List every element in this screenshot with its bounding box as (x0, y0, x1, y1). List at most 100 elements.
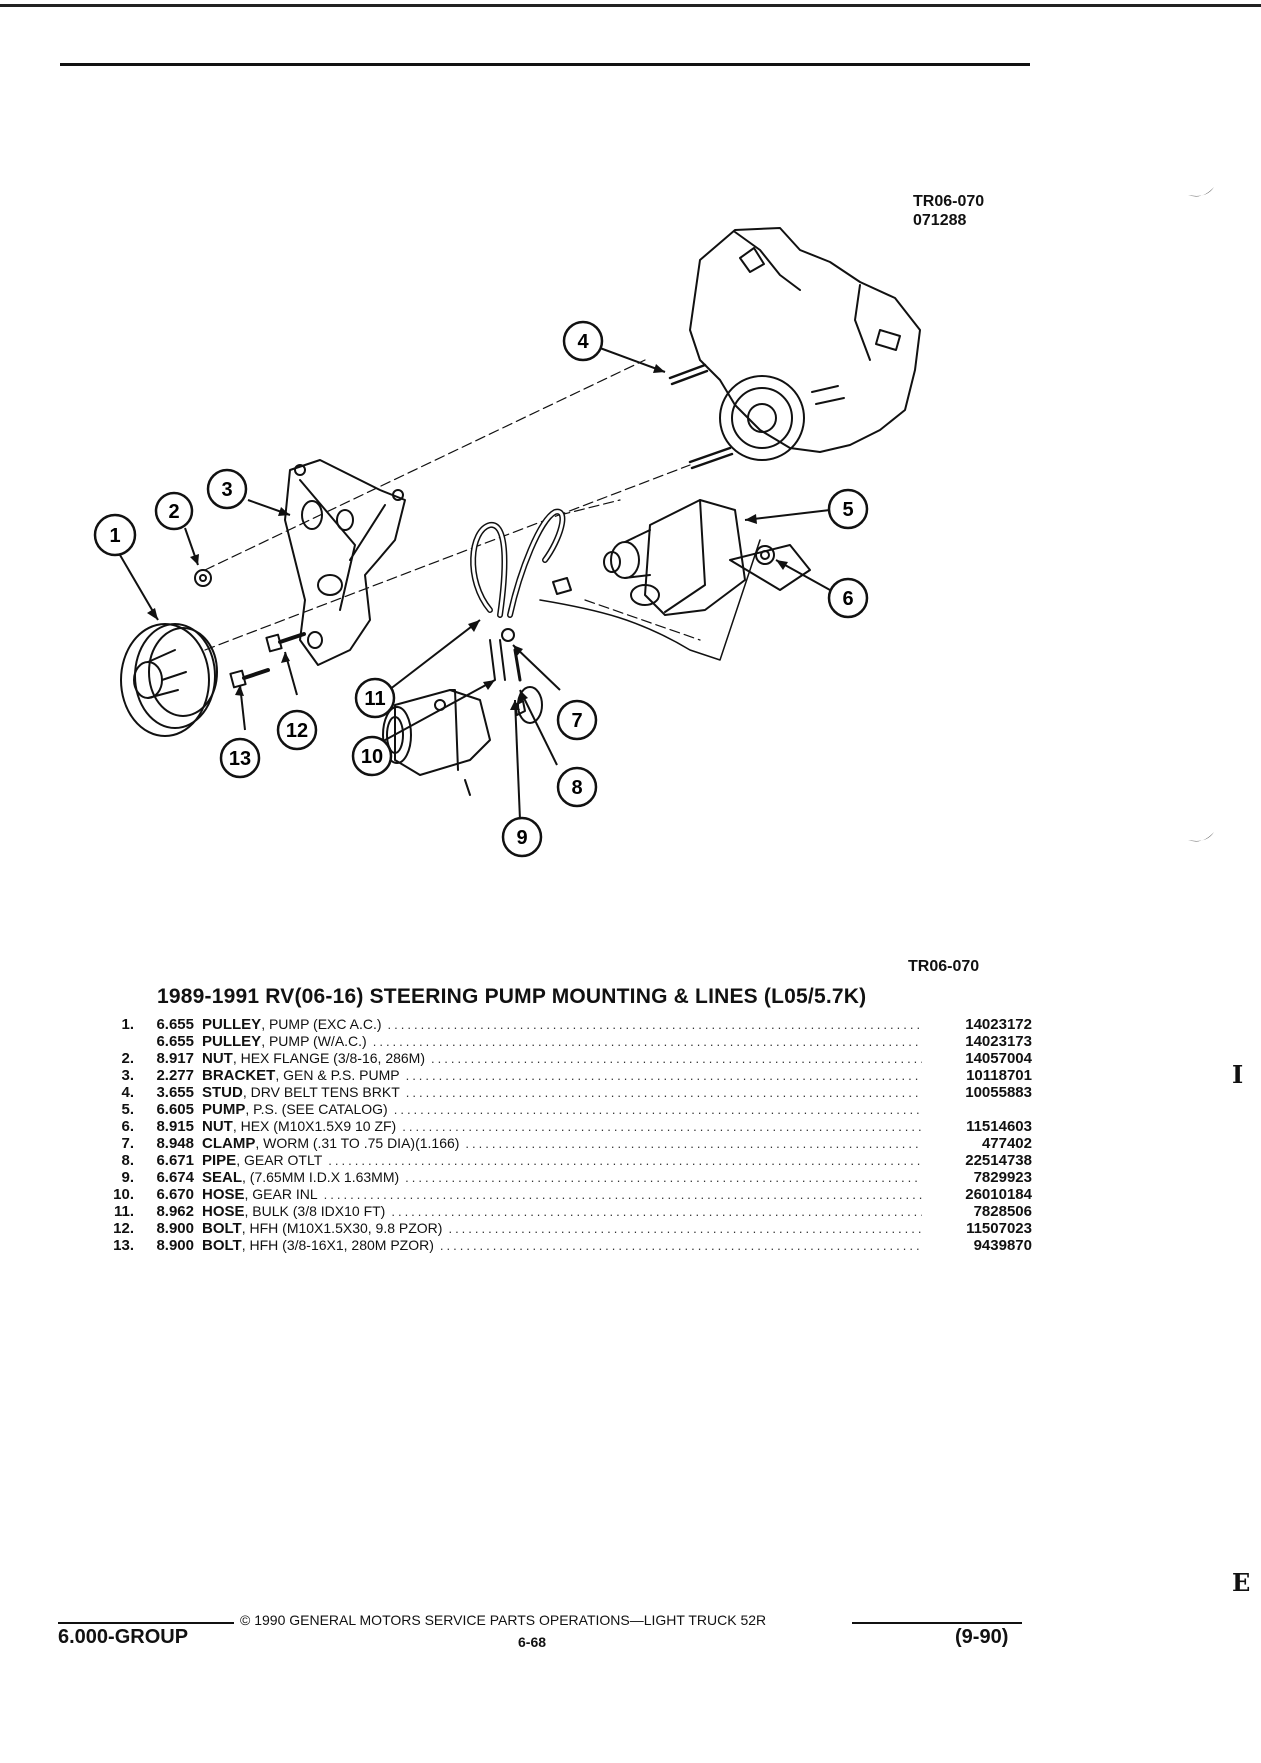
figure-id-line: TR06-070 (913, 193, 985, 210)
part-description: BOLT, HFH (3/8-16X1, 280M PZOR) (202, 1237, 922, 1254)
callout-number: 11 (364, 688, 385, 710)
part-number: 11514603 (966, 1118, 1032, 1135)
figure-reference-code: TR06-070 (908, 958, 980, 975)
parts-row: 7. 8.948 CLAMP, WORM (.31 TO .75 DIA)(1.16… (100, 1135, 1032, 1152)
leader-dots (367, 1033, 922, 1050)
part-qualifier: , GEAR OTLT (236, 1152, 323, 1168)
group-code: 6.655 (156, 1016, 194, 1033)
part-qualifier: , (7.65MM I.D.X 1.63MM) (242, 1169, 400, 1185)
part-name: PUMP (202, 1101, 246, 1118)
parts-row: 10. 6.670 HOSE, GEAR INL 26010184 (100, 1186, 1032, 1203)
part-name: HOSE (202, 1203, 245, 1220)
footer-rule-left (58, 1622, 234, 1624)
group-code: 6.671 (156, 1152, 194, 1169)
item-number: 13. (113, 1237, 134, 1254)
group-code: 8.915 (156, 1118, 194, 1135)
leader-dots (400, 1084, 922, 1101)
callout-number: 4 (577, 331, 589, 353)
callout-number: 5 (842, 499, 853, 521)
part-number: 10055883 (965, 1084, 1032, 1101)
leader-dots (399, 1169, 922, 1186)
callout-12: 12 (276, 709, 318, 751)
part-number: 7828506 (973, 1203, 1032, 1220)
group-code: 6.674 (156, 1169, 194, 1186)
part-qualifier: , BULK (3/8 IDX10 FT) (244, 1203, 386, 1219)
callout-number: 12 (286, 720, 308, 742)
part-name: NUT (202, 1050, 233, 1067)
part-description: SEAL, (7.65MM I.D.X 1.63MM) (202, 1169, 922, 1186)
leader-dots (322, 1152, 922, 1169)
part-qualifier: , HFH (M10X1.5X30, 9.8 PZOR) (241, 1220, 443, 1236)
part-qualifier: , WORM (.31 TO .75 DIA)(1.166) (255, 1135, 460, 1151)
part-name: NUT (202, 1118, 233, 1135)
part-description: PIPE, GEAR OTLT (202, 1152, 922, 1169)
header-rule (60, 63, 1030, 66)
leader-dots (459, 1135, 922, 1152)
part-description: PULLEY, PUMP (EXC A.C.) (202, 1016, 922, 1033)
part-name: STUD (202, 1084, 243, 1101)
callout-number: 8 (571, 777, 582, 799)
callout-number: 10 (361, 746, 383, 768)
part-name: BOLT (202, 1237, 242, 1254)
part-name: CLAMP (202, 1135, 256, 1152)
leader-dots (396, 1118, 922, 1135)
callout-8: 8 (556, 766, 598, 808)
copyright-line: © 1990 GENERAL MOTORS SERVICE PARTS OPER… (240, 1612, 767, 1628)
group-code: 6.670 (156, 1186, 194, 1203)
part-description: PULLEY, PUMP (W/A.C.) (202, 1033, 922, 1050)
item-number: 4. (121, 1084, 134, 1101)
item-number: 6. (121, 1118, 134, 1135)
part-description: STUD, DRV BELT TENS BRKT (202, 1084, 922, 1101)
item-number: 8. (121, 1152, 134, 1169)
part-name: PIPE (202, 1152, 237, 1169)
part-name: PULLEY (202, 1016, 262, 1033)
item-number: 11. (113, 1203, 134, 1220)
callout-number: 1 (109, 525, 120, 547)
part-qualifier: , HEX (M10X1.5X9 10 ZF) (232, 1118, 397, 1134)
part-description: BRACKET, GEN & P.S. PUMP (202, 1067, 922, 1084)
leader-dots (442, 1220, 922, 1237)
binder-marks (1188, 187, 1214, 842)
group-code: 6.605 (156, 1101, 194, 1118)
leader-dots (425, 1050, 922, 1067)
part-qualifier: , DRV BELT TENS BRKT (242, 1084, 400, 1100)
exploded-diagram: 1 2 3 4 5 6 7 8 9 10 11 12 13 (93, 187, 1214, 858)
leader-lines (119, 347, 831, 821)
group-code: 3.655 (156, 1084, 194, 1101)
alignment-lines (204, 359, 701, 651)
part-description: PUMP, P.S. (SEE CATALOG) (202, 1101, 922, 1118)
footer-rule-right (852, 1622, 1022, 1624)
figure-id: TR06-070 071288 (913, 192, 984, 230)
part-name: HOSE (202, 1186, 245, 1203)
part-name: BOLT (202, 1220, 242, 1237)
figure-id-line: 071288 (913, 212, 967, 229)
item-number: 7. (121, 1135, 134, 1152)
parts-row: 6. 8.915 NUT, HEX (M10X1.5X9 10 ZF) 1151460… (100, 1118, 1032, 1135)
group-code: 6.655 (156, 1033, 194, 1050)
group-code: 8.962 (156, 1203, 194, 1220)
callout-7: 7 (556, 699, 598, 741)
steering-gear-illustration (382, 686, 543, 796)
part-qualifier: , HEX FLANGE (3/8-16, 286M) (232, 1050, 426, 1066)
callout-13: 13 (219, 737, 261, 779)
callout-11: 11 (354, 677, 396, 719)
group-code: 8.948 (156, 1135, 194, 1152)
part-description: HOSE, GEAR INL (202, 1186, 922, 1203)
leader-dots (318, 1186, 922, 1203)
part-qualifier: , P.S. (SEE CATALOG) (245, 1101, 388, 1117)
callout-4: 4 (562, 320, 604, 362)
part-qualifier: , PUMP (W/A.C.) (261, 1033, 367, 1049)
leader-arrowheads (147, 364, 788, 710)
part-number: 11507023 (966, 1220, 1032, 1237)
item-number: 10. (113, 1186, 134, 1203)
group-code: 8.917 (156, 1050, 194, 1067)
item-number: 12. (113, 1220, 134, 1237)
item-number: 1. (121, 1016, 134, 1033)
callout-number: 2 (168, 501, 179, 523)
callout-number: 13 (229, 748, 251, 770)
part-number: 26010184 (965, 1186, 1032, 1203)
leader-dots (434, 1237, 922, 1254)
